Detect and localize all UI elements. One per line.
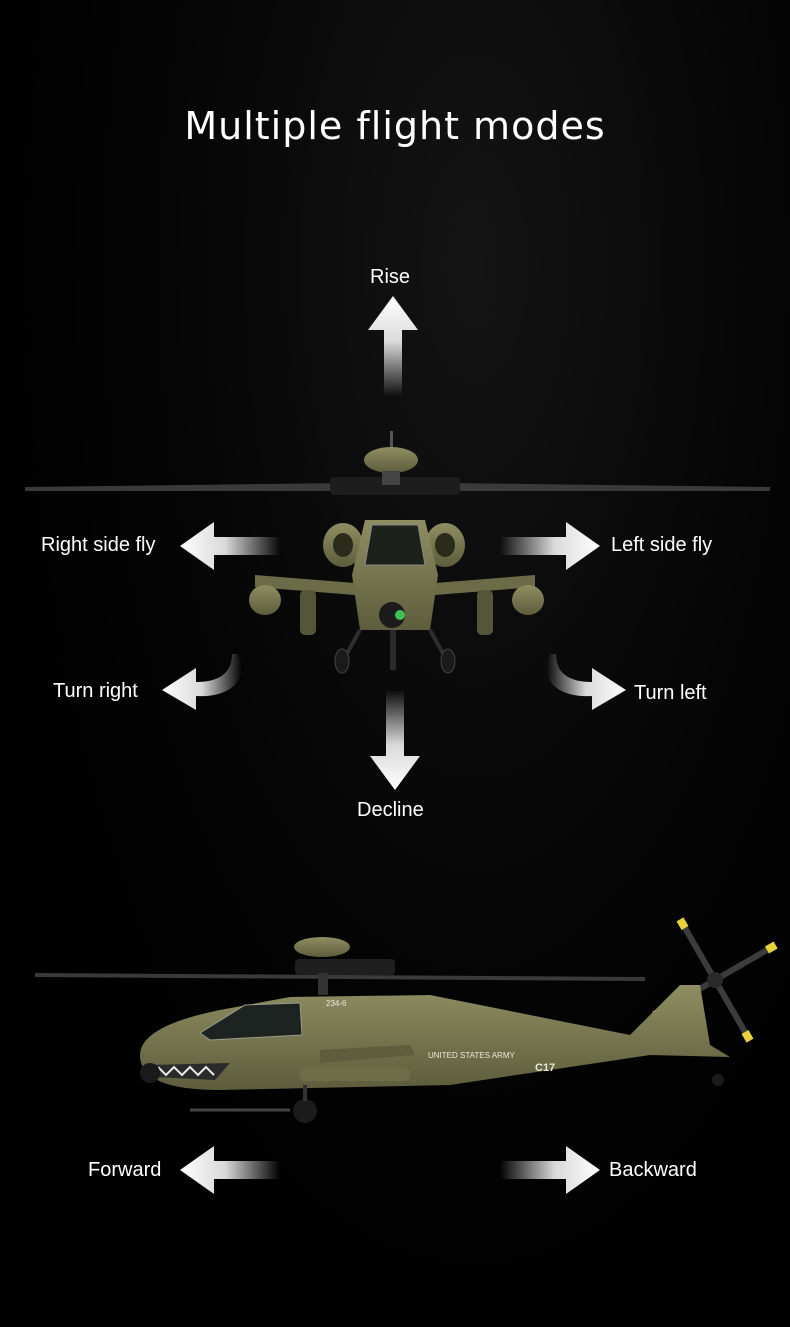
- forward-label: Forward: [88, 1159, 162, 1181]
- left-side-fly-label: Left side fly: [611, 534, 713, 556]
- side-tail-number: 234-6: [326, 999, 347, 1008]
- side-code: C17: [535, 1062, 555, 1074]
- helicopter-front-view: [25, 431, 770, 674]
- rise-label: Rise: [370, 266, 411, 288]
- backward-arrow-icon: [500, 1146, 600, 1194]
- decline-label: Decline: [357, 799, 424, 821]
- turn-left-label: Turn left: [634, 682, 707, 704]
- turn-left-arrow-icon: [546, 654, 626, 710]
- turn-right-label: Turn right: [53, 680, 138, 702]
- page-title: Multiple flight modes: [184, 104, 606, 148]
- turn-right-arrow-icon: [162, 654, 242, 710]
- forward-arrow-icon: [180, 1146, 280, 1194]
- right-side-fly-label: Right side fly: [41, 534, 156, 556]
- side-markings: UNITED STATES ARMY: [428, 1051, 515, 1060]
- rise-arrow-icon: [368, 296, 418, 396]
- left-side-fly-arrow-icon: [500, 522, 600, 570]
- right-side-fly-arrow-icon: [180, 522, 280, 570]
- decline-arrow-icon: [370, 690, 420, 790]
- backward-label: Backward: [609, 1159, 697, 1181]
- helicopter-side-view: 234-6 UNITED STATES ARMY C17: [35, 917, 778, 1123]
